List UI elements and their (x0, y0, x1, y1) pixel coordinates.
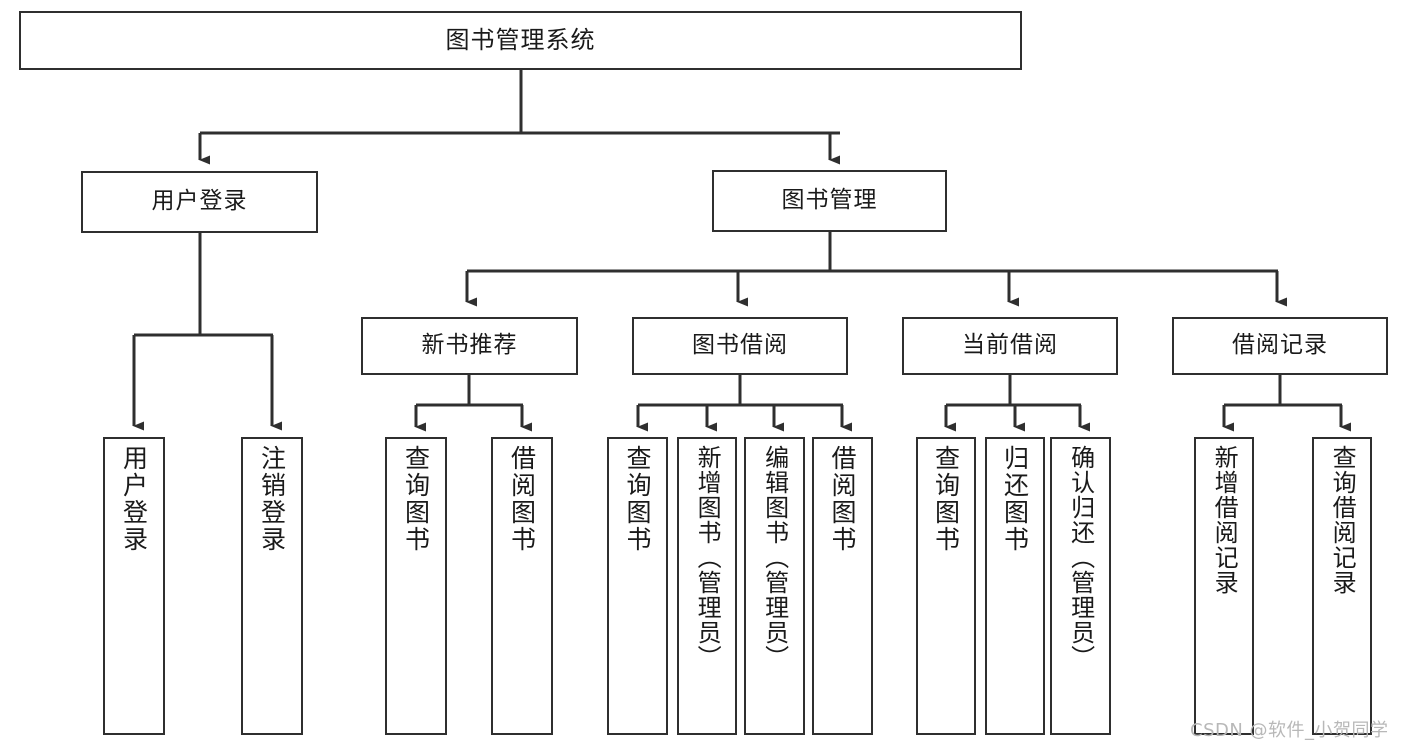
node-label: 查询图书 (401, 445, 431, 553)
node-label: 图书管理系统 (445, 26, 596, 55)
leaf-user-logout[interactable]: 注销登录 (241, 437, 303, 735)
node-book-management[interactable]: 图书管理 (712, 170, 947, 232)
node-label: 新增图书（管理员） (693, 445, 722, 670)
node-label: 图书借阅 (692, 332, 788, 359)
node-label: 借阅图书 (828, 445, 857, 553)
node-new-book-recommend[interactable]: 新书推荐 (361, 317, 578, 375)
node-label: 用户登录 (151, 188, 248, 215)
node-user-login[interactable]: 用户登录 (81, 171, 318, 233)
node-label: 注销登录 (257, 445, 287, 553)
node-label: 新增借阅记录 (1210, 445, 1239, 595)
leaf-query-book-current[interactable]: 查询图书 (916, 437, 976, 735)
node-label: 新书推荐 (421, 332, 518, 359)
node-label: 借阅图书 (507, 445, 537, 553)
leaf-confirm-return-admin[interactable]: 确认归还（管理员） (1050, 437, 1111, 735)
node-label: 借阅记录 (1232, 332, 1328, 359)
leaf-borrow-book-recommend[interactable]: 借阅图书 (491, 437, 553, 735)
node-label: 图书管理 (781, 187, 878, 214)
node-label: 确认归还（管理员） (1066, 445, 1095, 670)
leaf-borrow-book-borrow[interactable]: 借阅图书 (812, 437, 873, 735)
leaf-add-book-admin[interactable]: 新增图书（管理员） (677, 437, 737, 735)
node-book-borrow[interactable]: 图书借阅 (632, 317, 848, 375)
csdn-watermark: CSDN @软件_小贺同学 (1190, 720, 1389, 741)
node-label: 编辑图书（管理员） (760, 445, 789, 670)
node-label: 查询借阅记录 (1328, 445, 1357, 595)
node-label: 查询图书 (623, 445, 652, 553)
leaf-user-login[interactable]: 用户登录 (103, 437, 165, 735)
leaf-query-book-recommend[interactable]: 查询图书 (385, 437, 447, 735)
node-root-book-management-system[interactable]: 图书管理系统 (19, 11, 1022, 70)
leaf-query-borrow-record[interactable]: 查询借阅记录 (1312, 437, 1372, 735)
leaf-edit-book-admin[interactable]: 编辑图书（管理员） (744, 437, 805, 735)
node-borrow-record[interactable]: 借阅记录 (1172, 317, 1388, 375)
node-label: 用户登录 (119, 445, 149, 553)
node-current-borrow[interactable]: 当前借阅 (902, 317, 1118, 375)
leaf-return-book[interactable]: 归还图书 (985, 437, 1045, 735)
node-label: 当前借阅 (962, 332, 1058, 359)
leaf-add-borrow-record[interactable]: 新增借阅记录 (1194, 437, 1254, 735)
leaf-query-book-borrow[interactable]: 查询图书 (607, 437, 668, 735)
node-label: 归还图书 (1000, 445, 1030, 553)
node-label: 查询图书 (931, 445, 961, 553)
